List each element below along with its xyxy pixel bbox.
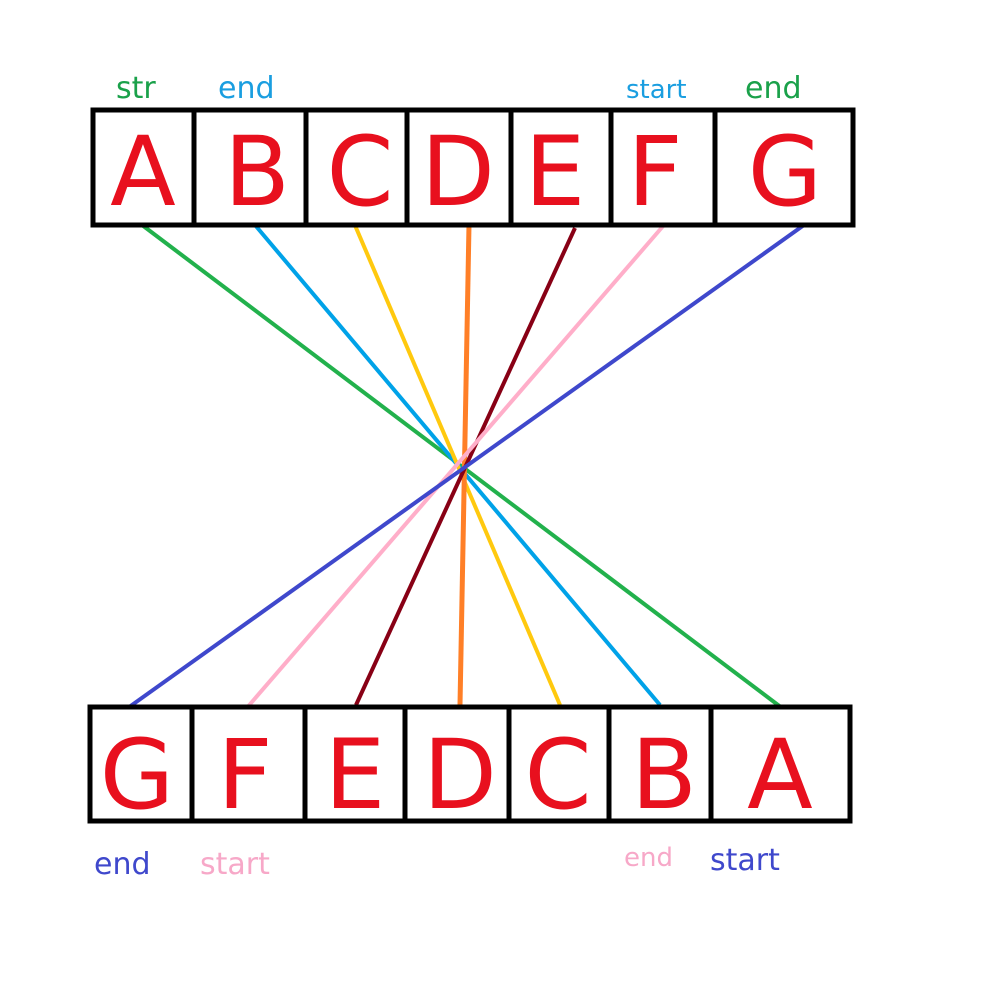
top-cell-5 <box>608 107 718 228</box>
top-cell-4 <box>508 107 614 228</box>
bottom-letter-a: A <box>747 719 813 831</box>
top-note-end-g: end <box>745 71 802 106</box>
connector-lines <box>123 222 806 712</box>
bottom-letter-b: B <box>631 719 697 831</box>
top-note-end-b: end <box>218 71 275 106</box>
top-letter-d: D <box>421 116 495 228</box>
bottom-note-start-a: start <box>710 843 780 878</box>
bottom-cell-2 <box>302 704 408 824</box>
top-note-start-f: start <box>626 75 687 105</box>
bottom-array <box>87 704 853 824</box>
connector-g <box>123 223 806 712</box>
bottom-letters: G F E D C B A <box>100 719 813 831</box>
bottom-letter-e: E <box>325 719 386 831</box>
bottom-letter-g: G <box>100 719 174 831</box>
bottom-cell-4 <box>506 704 612 824</box>
top-letter-e: E <box>525 116 586 228</box>
bottom-cell-3 <box>402 704 512 824</box>
top-letter-g: G <box>748 116 822 228</box>
bottom-cell-5 <box>606 704 714 824</box>
bottom-annotations: end start end start <box>94 843 780 882</box>
bottom-cell-1 <box>189 704 308 824</box>
top-cell-0 <box>90 107 197 228</box>
top-note-str: str <box>116 71 156 106</box>
top-letter-c: C <box>326 116 393 228</box>
bottom-letter-c: C <box>524 719 591 831</box>
top-cell-3 <box>404 107 514 228</box>
top-letter-a: A <box>110 116 176 228</box>
bottom-letter-d: D <box>423 719 497 831</box>
top-letters: A B C D E F G <box>110 116 822 228</box>
bottom-note-end-g: end <box>94 847 151 882</box>
connector-f <box>243 223 666 712</box>
top-cell-6 <box>712 107 856 228</box>
bottom-note-start-f: start <box>200 847 270 882</box>
top-array <box>90 107 856 228</box>
top-letter-b: B <box>224 116 290 228</box>
bottom-cell-6 <box>708 704 853 824</box>
bottom-cell-0 <box>87 704 195 824</box>
top-letter-f: F <box>627 116 682 228</box>
bottom-note-end-b: end <box>624 843 673 873</box>
bottom-letter-f: F <box>217 719 272 831</box>
top-annotations: str end start end <box>116 71 802 106</box>
